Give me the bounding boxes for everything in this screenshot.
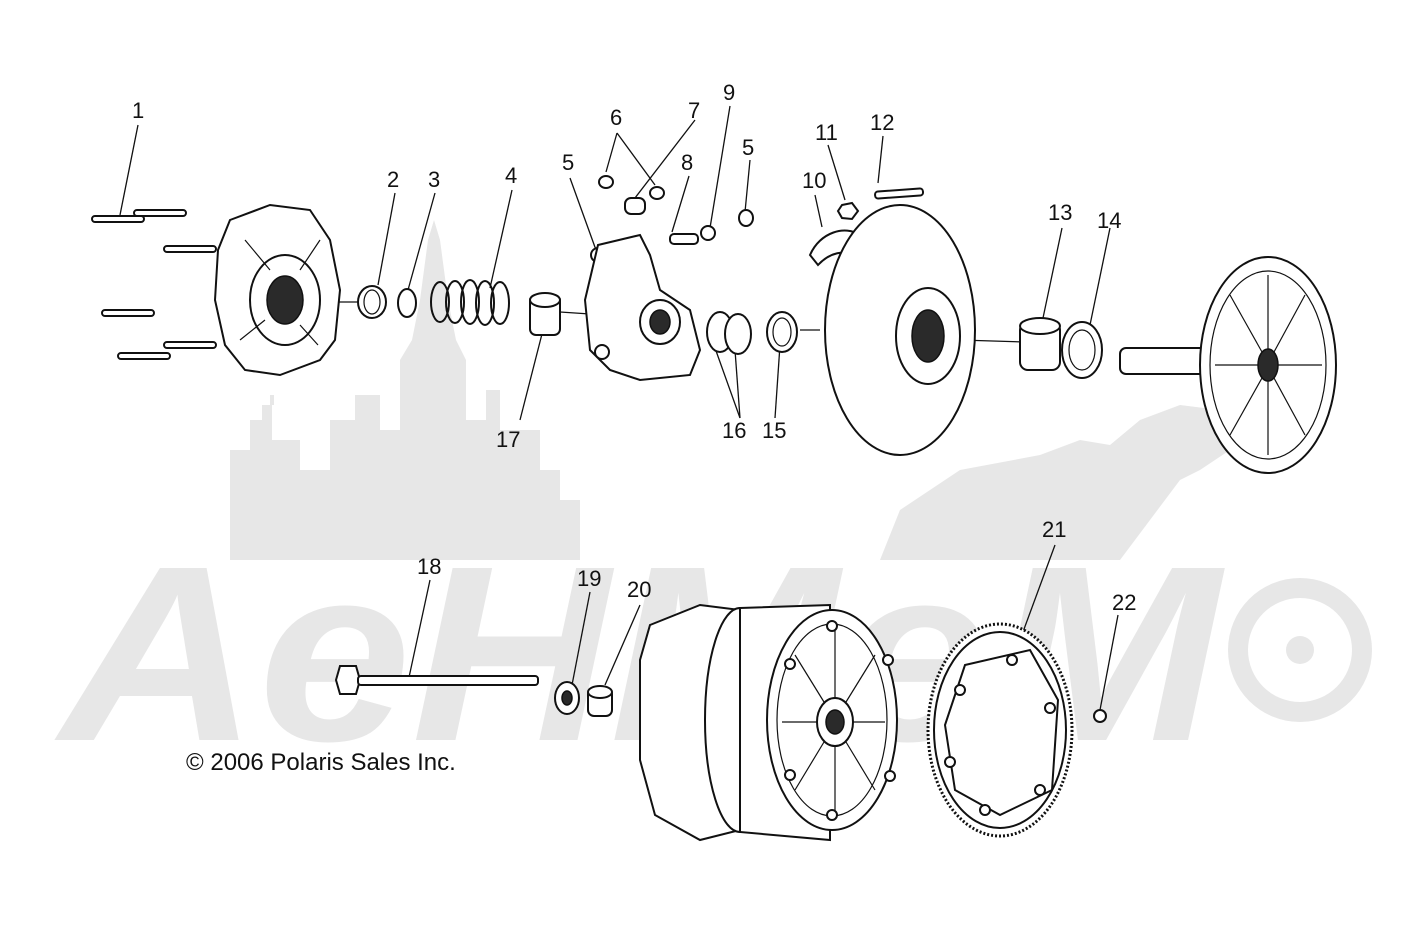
label-part-20: 20 (627, 577, 651, 602)
label-part-21: 21 (1042, 517, 1066, 542)
seal-part-15 (766, 311, 798, 353)
label-part-9: 9 (723, 80, 735, 105)
label-part-5-right: 5 (742, 135, 754, 160)
label-part-1: 1 (132, 98, 144, 123)
moveable-sheave (824, 204, 976, 456)
washer-part-19 (554, 681, 580, 715)
bushing-part-2 (357, 285, 387, 319)
label-part-18: 18 (417, 554, 441, 579)
leader-lines (119, 105, 1119, 711)
label-part-14: 14 (1097, 208, 1121, 233)
label-part-6: 6 (610, 105, 622, 130)
label-part-15: 15 (762, 418, 786, 443)
label-part-12: 12 (870, 110, 894, 135)
label-part-16: 16 (722, 418, 746, 443)
screw-part-22 (1093, 709, 1107, 723)
ring-gear-part-21 (926, 622, 1074, 838)
label-part-13: 13 (1048, 200, 1072, 225)
bushing-part-17 (529, 292, 561, 336)
copyright-notice: © 2006 Polaris Sales Inc. (186, 749, 456, 776)
nut-part-11 (836, 201, 860, 221)
bushing-part-13 (1019, 317, 1061, 371)
label-part-5-left: 5 (562, 150, 574, 175)
spring-part-4 (430, 279, 510, 326)
label-part-17: 17 (496, 427, 520, 452)
label-part-10: 10 (802, 168, 826, 193)
callout-labels: 1 2 3 4 5 6 7 8 9 5 10 11 12 13 14 15 16… (132, 80, 1136, 615)
moveable-spider (583, 233, 702, 382)
label-part-7: 7 (688, 98, 700, 123)
seal-part-14 (1061, 321, 1103, 379)
washers-part-16 (706, 311, 752, 355)
fixed-sheave (1119, 256, 1337, 474)
pin-part-12 (874, 187, 925, 200)
label-part-19: 19 (577, 566, 601, 591)
assembled-clutch (639, 603, 898, 842)
bushing-part-20 (587, 685, 613, 717)
label-part-22: 22 (1112, 590, 1136, 615)
label-part-11: 11 (815, 120, 838, 145)
label-part-4: 4 (505, 163, 517, 188)
label-part-8: 8 (681, 150, 693, 175)
label-part-2: 2 (387, 167, 399, 192)
label-part-3: 3 (428, 167, 440, 192)
bolts-part-1 (91, 209, 217, 360)
spider-cover (213, 203, 342, 377)
bolt-part-18 (334, 665, 539, 695)
ring-part-3 (397, 288, 417, 318)
